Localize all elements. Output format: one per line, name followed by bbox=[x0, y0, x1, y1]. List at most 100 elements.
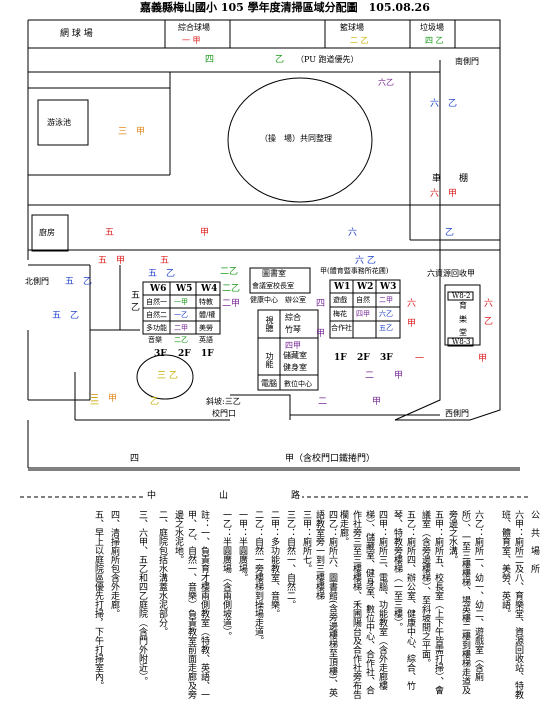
piano-room-label: 竹琴 bbox=[285, 325, 301, 334]
track-label: （操 場）共同整理 bbox=[260, 134, 332, 143]
room-special-ed: 特教 bbox=[199, 298, 213, 306]
room-1a: 一甲 bbox=[174, 298, 188, 306]
row-six-class: 六 bbox=[348, 228, 358, 238]
gym-char-2: 樂 bbox=[459, 315, 467, 324]
row-five-class-b: 甲 bbox=[200, 228, 210, 238]
room-w2: W2 bbox=[357, 282, 374, 292]
room-pe: 體/權 bbox=[199, 311, 216, 319]
room-w5: W5 bbox=[176, 284, 193, 294]
page-title: 嘉義縣梅山國小 105 學年度清掃區域分配圖 105.08.26 bbox=[140, 1, 430, 14]
r-class-one: 一 bbox=[415, 354, 425, 364]
note-4: 五乙：廁所四、辦公室、健康中心、綜合、竹琴、特教旁樓梯（一至三樓）。 bbox=[392, 510, 415, 690]
bottom-class-two: 二 bbox=[318, 397, 328, 407]
note-11: 一甲：半圓廣場。 bbox=[237, 510, 247, 582]
cleaning-notes: 公 共 場 所 六甲：廁所二及八、育樂堂、資源回收站、特教班、體育室、美勞、英語… bbox=[0, 510, 548, 705]
note-9: 二甲：多功能教室、音樂。 bbox=[269, 510, 279, 618]
room-2b: 二乙 bbox=[174, 336, 188, 344]
room-english: 英語 bbox=[199, 336, 213, 344]
room-2a: 二甲 bbox=[174, 324, 188, 332]
note-1: 六甲：廁所二及八、育樂堂、資源回收站、特教班、體育室、美勞、英語。 bbox=[500, 510, 523, 699]
room-music: 音樂 bbox=[148, 336, 162, 344]
room-w1: W1 bbox=[334, 282, 351, 292]
right-top-note: 甲(體育暨事務所花圃) bbox=[320, 267, 389, 275]
office-b-label: 健康中心 辦公室 bbox=[250, 296, 306, 304]
slope-label: 斜坡:三乙 bbox=[206, 397, 241, 406]
basketball-court-class: 二 乙 bbox=[350, 36, 369, 45]
r-class-two: 二 bbox=[365, 371, 375, 381]
room-1b: 一乙 bbox=[174, 311, 188, 319]
computer-room-label: 電腦 bbox=[261, 379, 277, 388]
lane-class-mid: 乙 bbox=[275, 55, 285, 65]
tennis-court-label: 網 球 場 bbox=[60, 29, 93, 39]
purple-class-c: 二甲 bbox=[222, 299, 241, 309]
r-class-two-b: 甲 bbox=[394, 371, 404, 381]
room-w8-2: W8-2 bbox=[452, 292, 471, 300]
office-a-label: 會議室校長室 bbox=[252, 282, 294, 290]
lane-class-left: 四 bbox=[205, 55, 215, 65]
r-class-six-b: 甲 bbox=[407, 319, 417, 329]
multi-room-label: 綜合 bbox=[285, 313, 301, 322]
north-gate-label: 北側門 bbox=[25, 277, 49, 286]
recycle-label: 六資源回收甲 bbox=[427, 269, 475, 278]
room-plum: 梅花 bbox=[333, 310, 347, 318]
row-five-class: 五 bbox=[105, 228, 115, 238]
room-multi: 多功能 bbox=[146, 324, 167, 332]
note-0: 公 共 場 所 bbox=[529, 510, 539, 573]
right-class-b: 六 乙 bbox=[430, 99, 458, 109]
green-class-a: 二乙 bbox=[220, 267, 239, 277]
pool-label: 游泳池 bbox=[47, 118, 71, 127]
basketball-court-label: 籃球場 bbox=[340, 23, 364, 32]
room-r-5b: 五乙 bbox=[379, 324, 393, 332]
kitchen-label: 廚房 bbox=[39, 228, 55, 237]
note-10: 二乙：自然一旁樓梯到操場走道。 bbox=[253, 510, 263, 645]
west-gate-label: 西側門 bbox=[445, 409, 469, 418]
room-science-1: 自然一 bbox=[146, 298, 167, 306]
r-floor-2f: 2F bbox=[357, 353, 370, 363]
gym-char-1: 育 bbox=[459, 301, 467, 310]
r-floor-3f: 3F bbox=[380, 353, 393, 363]
campus-map-lines bbox=[20, 19, 528, 498]
pool-class: 三 甲 bbox=[118, 127, 146, 137]
r-class-six-c: 六 bbox=[484, 299, 494, 309]
function-room-label: 功能 bbox=[265, 352, 274, 368]
note-12: 一乙：半圓廣場（含兩側坡道）。 bbox=[221, 510, 231, 641]
room-art: 美勞 bbox=[199, 324, 213, 332]
room-w3: W3 bbox=[380, 282, 397, 292]
note-15: 三、六甲、五乙和四乙庭院（含門外附近）。 bbox=[137, 510, 147, 686]
west-class-6: 五 乙 bbox=[148, 269, 176, 279]
floor-3f: 3F bbox=[154, 349, 167, 359]
room-science-2: 自然二 bbox=[146, 311, 167, 319]
note-7: 三甲：廁所七。 bbox=[301, 510, 311, 573]
floor-1f: 1F bbox=[201, 349, 214, 359]
bottom-class-three-b: 乙 bbox=[150, 397, 160, 407]
gym-char-3: 堂 bbox=[459, 328, 467, 337]
circle-class: 三 乙 bbox=[157, 371, 178, 381]
storage-room-label: 儲藏室 bbox=[283, 351, 307, 360]
multi-court-label: 綜合球場 bbox=[178, 23, 210, 32]
garbage-area-class: 四 乙 bbox=[425, 36, 444, 45]
shed-label: 車 棚 bbox=[432, 174, 469, 184]
note-5: 四甲：廁所三、電腦、功能教室（含外走廊樓梯）、儲藏室、健身室、數位中心、合作社、… bbox=[338, 510, 387, 699]
av-room-label: 視聽 bbox=[265, 316, 274, 332]
room-w8-3: W8-3 bbox=[452, 338, 471, 346]
library-label: 圖書室 bbox=[262, 269, 286, 278]
room-r-6b: 六乙 bbox=[379, 310, 393, 318]
bottom-class-three: 三 bbox=[90, 397, 100, 407]
west-class-2: 五 乙 bbox=[52, 311, 80, 321]
row-six-class-b: 乙 bbox=[445, 228, 455, 238]
school-gate-label: 校門口 bbox=[212, 409, 236, 418]
room-w6: W6 bbox=[150, 284, 167, 294]
note-14: 二、庭院包括水溝蓋水泥部分。 bbox=[157, 510, 167, 636]
room-play: 遊戲 bbox=[333, 296, 347, 304]
west-class-3: 五 乙 bbox=[129, 290, 139, 311]
note-17: 五、早上以庭院區優先打掃，下午打掃室內。 bbox=[93, 510, 103, 690]
lane-note: （PU 跑道優先） bbox=[296, 55, 359, 64]
r-class-six-a: 六 bbox=[407, 299, 417, 309]
note-6: 四乙：廁所六、圖書館(含旁邊樓梯至頂樓)、英語教室旁一到三樓樓梯 bbox=[314, 510, 337, 698]
room-r-4a: 四甲 bbox=[356, 310, 370, 318]
road-label: 中 山 路 bbox=[145, 491, 303, 501]
south-gate-label: 南側門 bbox=[455, 57, 479, 66]
west-class-4: 三 甲 bbox=[90, 394, 118, 404]
note-8: 三乙：自然一、自然二。 bbox=[285, 510, 295, 609]
shed-class: 六 甲 bbox=[430, 189, 458, 199]
